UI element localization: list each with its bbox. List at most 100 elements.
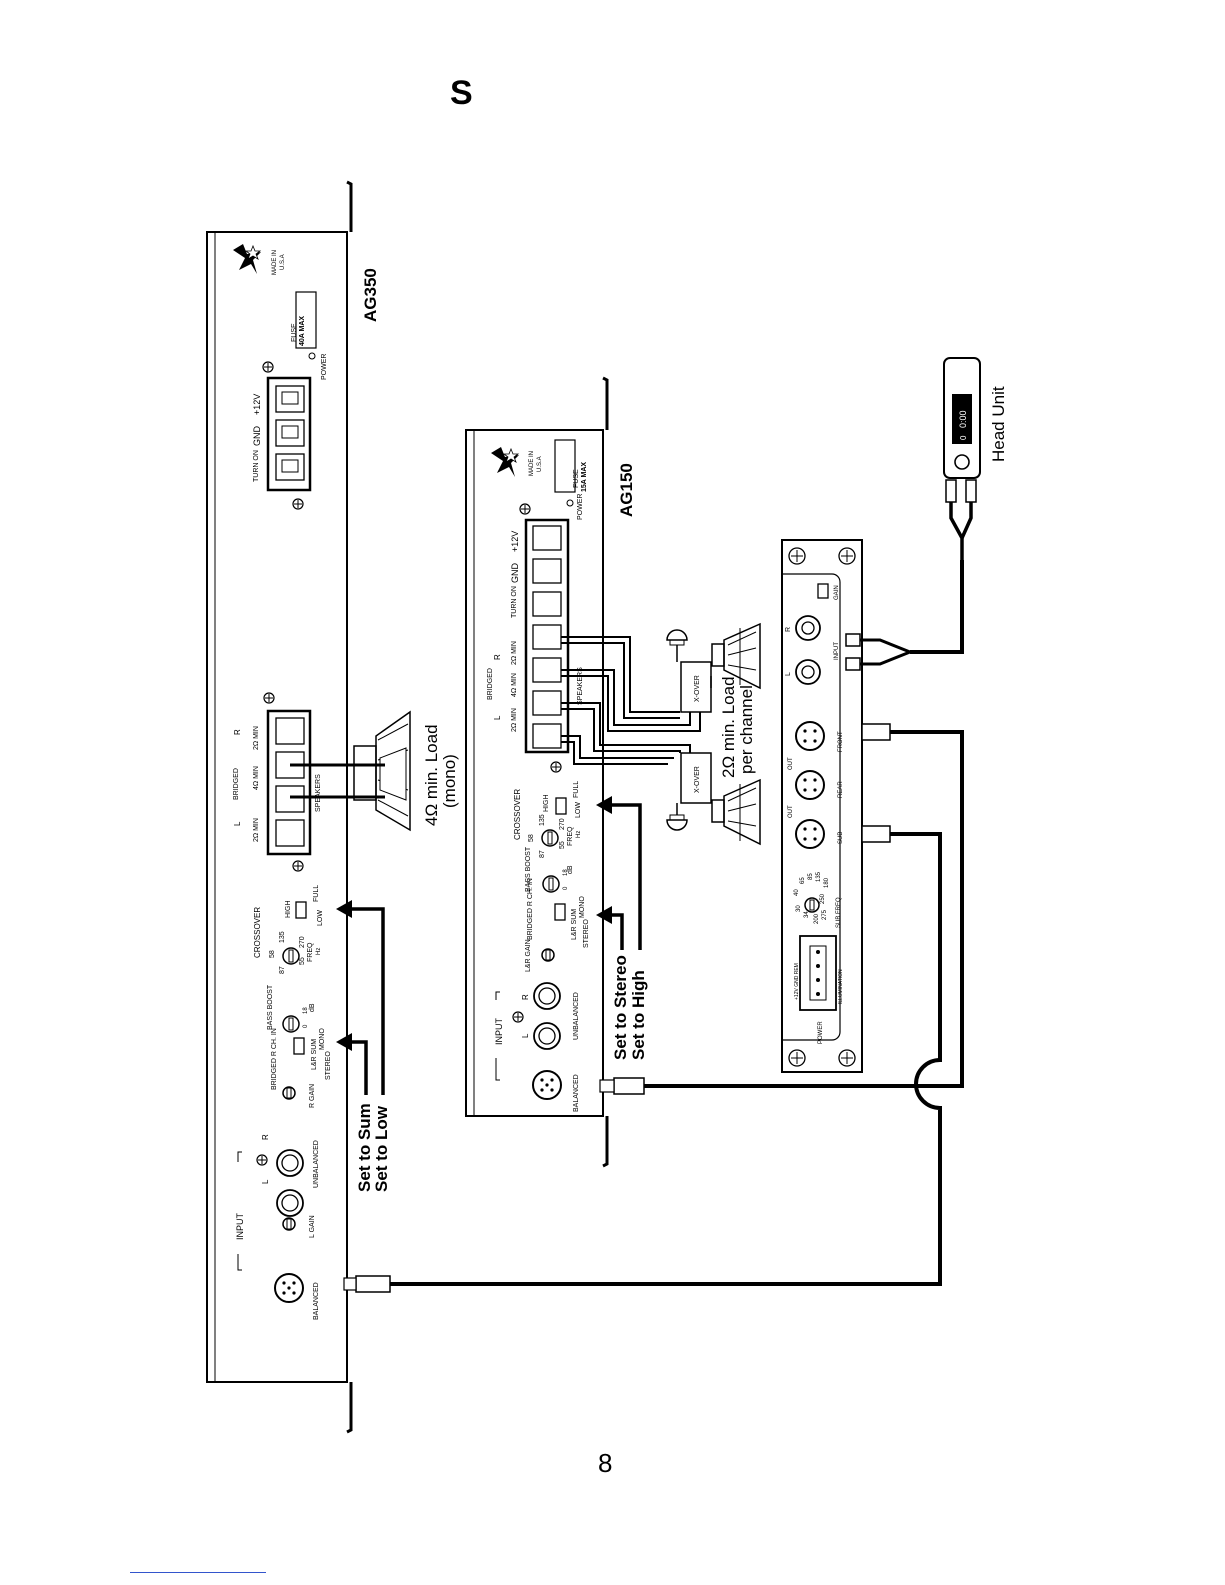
ag150-input-label: INPUT — [494, 1017, 504, 1045]
ag150-crossover-knob[interactable] — [541, 829, 559, 847]
ag150-freq-tick: 58 — [528, 834, 535, 842]
ag150-rca-r-jack[interactable] — [533, 982, 561, 1010]
ag150-made-in-label: MADE IN — [529, 451, 535, 476]
ag350-screw-icon — [256, 1154, 268, 1166]
ag150-load-note: 2Ω min. Load — [719, 676, 738, 778]
ag350-load-note-2: (mono) — [440, 754, 459, 808]
processor-out-rear-jack[interactable] — [795, 770, 825, 800]
ag350-balanced-din-jack[interactable] — [274, 1273, 304, 1303]
ag150-chassis — [465, 429, 604, 1117]
ag350-fuse-holder — [295, 291, 317, 349]
ag150-terminal-turn-on[interactable] — [532, 591, 562, 617]
processor-rca-r-jack[interactable] — [795, 615, 821, 641]
processor-power-label: POWER — [818, 1021, 824, 1044]
processor-out-sub-jack[interactable] — [795, 819, 825, 849]
ag150-db-tick: dB — [567, 865, 574, 874]
din-plug-icon — [613, 1077, 645, 1095]
ag350-term-gnd: GND — [252, 426, 262, 447]
ag350-crossover-knob[interactable] — [282, 947, 300, 965]
woofer-icon — [711, 778, 761, 846]
ag350-screw-icon — [262, 361, 274, 373]
processor-sub-freq-knob[interactable] — [804, 897, 820, 913]
processor-power-pins-label: +12V GND REM — [794, 963, 800, 1000]
head-unit-volume-knob[interactable] — [954, 454, 970, 470]
ag350-ch-l-label: L — [233, 821, 242, 826]
processor-gain-switch[interactable] — [817, 583, 829, 599]
ag350-terminal-turn-on[interactable] — [275, 453, 305, 481]
processor-rca-l-jack[interactable] — [795, 659, 821, 685]
ag350-sum-switch[interactable] — [293, 1037, 305, 1055]
ag150-load-4ohm: 4Ω MIN — [511, 673, 518, 697]
ag350-speaker-terminal[interactable] — [275, 717, 305, 745]
ag350-full-label: FULL — [313, 885, 320, 902]
head-unit-display — [952, 394, 972, 444]
ag350-low-label: LOW — [317, 910, 324, 926]
screw-icon — [838, 547, 856, 565]
ag150-setting-arrows — [596, 796, 642, 950]
ag350-bass-boost-knob[interactable] — [282, 1015, 300, 1033]
ag350-high-low-switch[interactable] — [295, 901, 307, 919]
ag350-l-gain-pot[interactable] — [282, 1217, 296, 1231]
ag150-term-12v: +12V — [510, 531, 520, 552]
footer-link-underline — [130, 1572, 266, 1573]
ag350-l-gain-label: L GAIN — [309, 1215, 316, 1238]
ag150-full-label: FULL — [573, 781, 580, 798]
ag150-ch-l-label: L — [493, 715, 502, 720]
ag350-freq-tick: 87 — [279, 966, 286, 974]
processor-power-connector[interactable] — [799, 935, 837, 1011]
ag350-speakers-label: SPEAKERS — [315, 774, 322, 812]
ag350-bass-boost-label: BASS BOOST — [267, 984, 274, 1030]
ag350-terminal-gnd[interactable] — [275, 419, 305, 447]
ag150-speaker-terminal[interactable] — [532, 624, 562, 650]
ag350-r-gain-pot[interactable] — [282, 1086, 296, 1100]
ag350-high-label: HIGH — [285, 901, 292, 919]
ag350-load-note: 4Ω min. Load — [422, 724, 441, 826]
tweeter-icon — [666, 803, 688, 831]
din-plug-icon — [861, 825, 891, 843]
ag350-logo-icon — [233, 244, 262, 274]
ag150-load-2ohm-r: 2Ω MIN — [511, 641, 518, 665]
sub-tick: 135 — [816, 871, 822, 882]
ag150-terminal-12v[interactable] — [532, 525, 562, 551]
page-number: 8 — [598, 1448, 613, 1478]
ag150-rca-l-jack[interactable] — [533, 1022, 561, 1050]
ag150-speakers-label: SPEAKERS — [577, 667, 584, 705]
ag150-stereo-label: STEREO — [583, 919, 590, 948]
ag350-speaker-terminal[interactable] — [275, 785, 305, 813]
ag150-balanced-din-jack[interactable] — [532, 1070, 562, 1100]
ag350-rca-l-jack[interactable] — [276, 1189, 304, 1217]
ag350-amplifier: MADE IN U.S.A FUSE 40A MAX POWER AG350 +… — [206, 180, 380, 1434]
ag150-freq-tick: 135 — [539, 814, 546, 826]
ag350-db-tick: 18 — [303, 1007, 309, 1014]
ag150-sum-switch[interactable] — [554, 903, 566, 921]
ag150-freq-tick: 270 — [559, 818, 566, 830]
processor-illumination-label: ILLUMINATION — [838, 969, 844, 1004]
ag150-speaker-terminal[interactable] — [532, 723, 562, 749]
ag150-power-label: POWER — [577, 494, 584, 520]
signal-processor: GAIN R L INPUT OUT OUT FRONT REAR SUB 30… — [781, 539, 863, 1073]
ag150-xover-label: X-OVER — [694, 766, 701, 793]
ag150-screw-icon — [519, 503, 531, 515]
ag350-terminal-12v[interactable] — [275, 385, 305, 413]
ag150-low-label: LOW — [575, 802, 582, 818]
ag150-terminal-gnd[interactable] — [532, 558, 562, 584]
sub-tick: 40 — [794, 889, 800, 896]
ag150-speaker-terminal[interactable] — [532, 690, 562, 716]
ag150-speaker-wires — [561, 636, 701, 765]
ag150-lr-gain-pot[interactable] — [541, 948, 555, 962]
head-unit-display-time: 0:00 — [958, 410, 968, 428]
ag350-rca-r-jack[interactable] — [276, 1149, 304, 1177]
ag350-speaker-terminal[interactable] — [275, 819, 305, 847]
ag150-term-gnd: GND — [510, 563, 520, 584]
ag350-speaker-terminal-block — [266, 709, 312, 856]
ag350-term-turn-on: TURN ON — [253, 450, 260, 482]
ag350-fuse-label: FUSE — [291, 323, 298, 342]
ag150-bass-boost-knob[interactable] — [542, 875, 560, 893]
ag150-l-input-label: L — [521, 1033, 530, 1038]
ag350-power-terminal-block — [266, 376, 312, 492]
processor-front-label: FRONT — [838, 731, 844, 752]
ag350-freq-label: FREQ — [307, 942, 314, 962]
processor-out-front-jack[interactable] — [795, 721, 825, 751]
ag150-high-low-switch[interactable] — [555, 797, 567, 815]
ag150-speaker-terminal[interactable] — [532, 657, 562, 683]
